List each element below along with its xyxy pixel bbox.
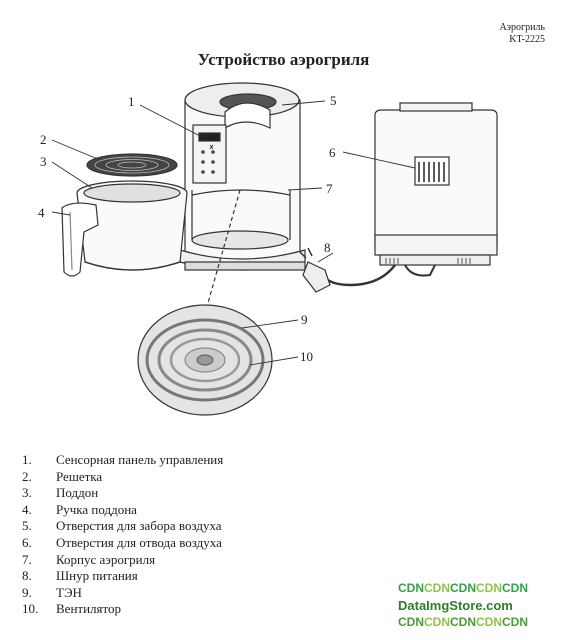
header-model-number: KT-2225 xyxy=(509,34,545,45)
list-item: 4.Ручка поддона xyxy=(22,501,137,517)
basket-handle xyxy=(61,202,99,277)
page-title: Устройство аэрогриля xyxy=(197,50,370,69)
list-item: 1.Сенсорная панель управления xyxy=(22,452,224,467)
list-item: 7.Корпус аэрогриля xyxy=(22,551,156,567)
list-item: 5.Отверстия для забора воздуха xyxy=(22,518,222,534)
air-outlet-vents xyxy=(414,156,450,186)
callout-4: 4 xyxy=(38,205,45,220)
callout-2: 2 xyxy=(40,132,47,147)
grill-rack xyxy=(86,153,178,177)
watermark-line-top: CDNCDNCDNCDNCDN xyxy=(398,581,528,595)
callout-6: 6 xyxy=(329,145,336,160)
callout-7: 7 xyxy=(326,181,333,196)
list-item: 9.ТЭН xyxy=(22,584,82,600)
callout-9: 9 xyxy=(301,312,308,327)
header-product-name: Аэрогриль xyxy=(499,22,545,33)
power-cord xyxy=(299,247,436,293)
air-fryer-diagram: 1 2 3 4 5 6 7 8 9 10 xyxy=(38,82,498,416)
header-model-info: Аэрогриль KT-2225 xyxy=(499,22,545,46)
list-item: 3.Поддон xyxy=(22,485,99,501)
air-fryer-body xyxy=(179,82,306,271)
watermark: CDNCDNCDNCDNCDN DataImgStore.com CDNCDNC… xyxy=(398,580,528,631)
list-item: 10.Вентилятор xyxy=(22,601,122,617)
callout-10: 10 xyxy=(300,349,313,364)
callout-8: 8 xyxy=(324,240,331,255)
heater-fan-detail xyxy=(137,304,273,416)
watermark-site: DataImgStore.com xyxy=(398,598,513,613)
parts-list: 1.Сенсорная панель управления 2.Решетка … xyxy=(22,452,223,618)
callout-3: 3 xyxy=(40,154,47,169)
list-item: 2.Решетка xyxy=(22,468,103,484)
list-item: 8.Шнур питания xyxy=(22,568,138,584)
callout-5: 5 xyxy=(330,93,337,108)
rear-view-body xyxy=(374,102,498,266)
callout-1: 1 xyxy=(128,94,135,109)
basket-pan xyxy=(76,180,188,271)
watermark-line-bottom: CDNCDNCDNCDNCDN xyxy=(398,615,528,629)
list-item: 6.Отверстия для отвода воздуха xyxy=(22,534,222,550)
